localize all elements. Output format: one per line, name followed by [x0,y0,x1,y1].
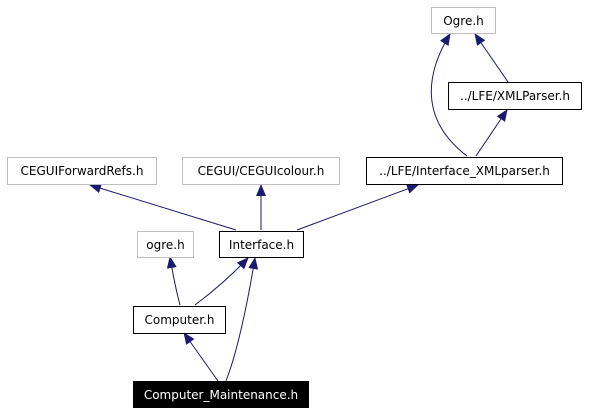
edge-computer-to-interface [194,257,249,306]
node-computer-h[interactable]: Computer.h [133,306,226,334]
node-xmlparser-h[interactable]: ../LFE/XMLParser.h [448,82,582,110]
edge-computer-maintenance-to-interface [225,257,259,382]
edge-interface-xmlparser-to-ogre-upper [430,33,468,157]
node-interface-xmlparser-h[interactable]: ../LFE/Interface_XMLparser.h [366,157,563,185]
node-computer-maintenance-h: Computer_Maintenance.h [133,381,309,408]
edge-interface-to-interface-xmlparser [296,184,419,231]
node-interface-h[interactable]: Interface.h [219,231,304,258]
edge-interface-to-ceguiforwardrefs [89,183,237,231]
node-ogre-h-upper: Ogre.h [431,7,496,34]
edge-computer-to-ogre-lower [166,256,181,306]
node-ceguiforwardrefs-h: CEGUIForwardRefs.h [7,157,157,185]
edge-computer-maintenance-to-computer [183,332,219,382]
node-ceguicolour-h: CEGUI/CEGUIcolour.h [182,157,340,185]
edge-interface-xmlparser-to-xmlparser [475,109,508,157]
edge-xmlparser-to-ogre-upper [474,33,509,83]
node-ogre-h-lower: ogre.h [137,231,194,258]
